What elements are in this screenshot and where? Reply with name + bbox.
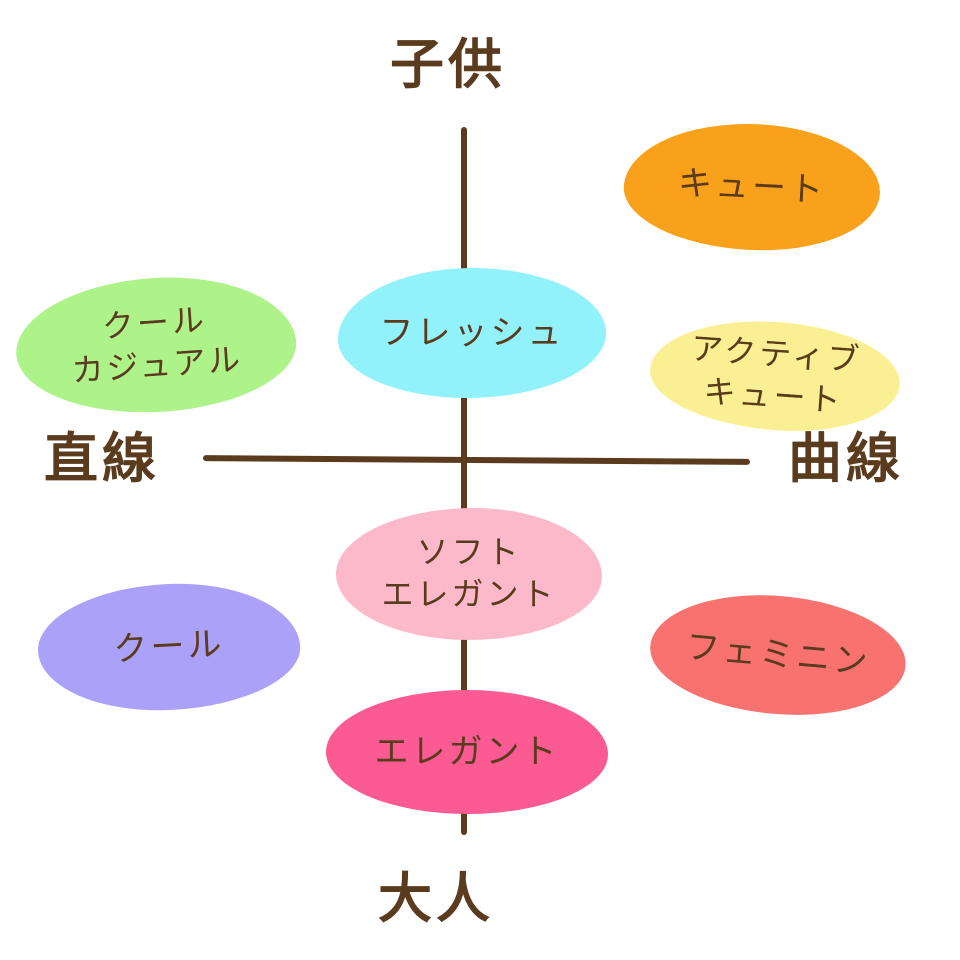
style-label-elegant: エレガント xyxy=(374,731,560,772)
style-label-active-cute: アクティブ キュート xyxy=(689,329,864,420)
axis-label-left: 直線 xyxy=(44,427,160,490)
axis-label-top: 子供 xyxy=(390,33,506,96)
style-blob-fresh: フレッシュ xyxy=(338,268,606,398)
style-label-soft-elegant: ソフト エレガント xyxy=(381,533,557,613)
style-blob-feminine: フェミニン xyxy=(645,585,911,725)
style-label-cute: キュート xyxy=(677,163,827,211)
style-blob-active-cute: アクティブ キュート xyxy=(646,313,904,439)
style-blob-cool: クール xyxy=(34,577,304,717)
style-label-fresh: フレッシュ xyxy=(379,312,565,353)
style-blob-cool-casual: クール カジュアル xyxy=(11,268,301,422)
style-blob-cute: キュート xyxy=(620,117,884,257)
style-blob-soft-elegant: ソフト エレガント xyxy=(336,508,602,640)
axis-label-right: 曲線 xyxy=(788,427,904,490)
style-label-cool: クール xyxy=(112,624,226,670)
style-label-cool-casual: クール カジュアル xyxy=(70,300,245,390)
axis-horizontal-line xyxy=(202,455,751,465)
axis-label-bottom: 大人 xyxy=(378,867,494,930)
axis-vertical-line xyxy=(461,127,467,835)
style-label-feminine: フェミニン xyxy=(684,626,872,683)
style-blob-elegant: エレガント xyxy=(326,690,608,814)
